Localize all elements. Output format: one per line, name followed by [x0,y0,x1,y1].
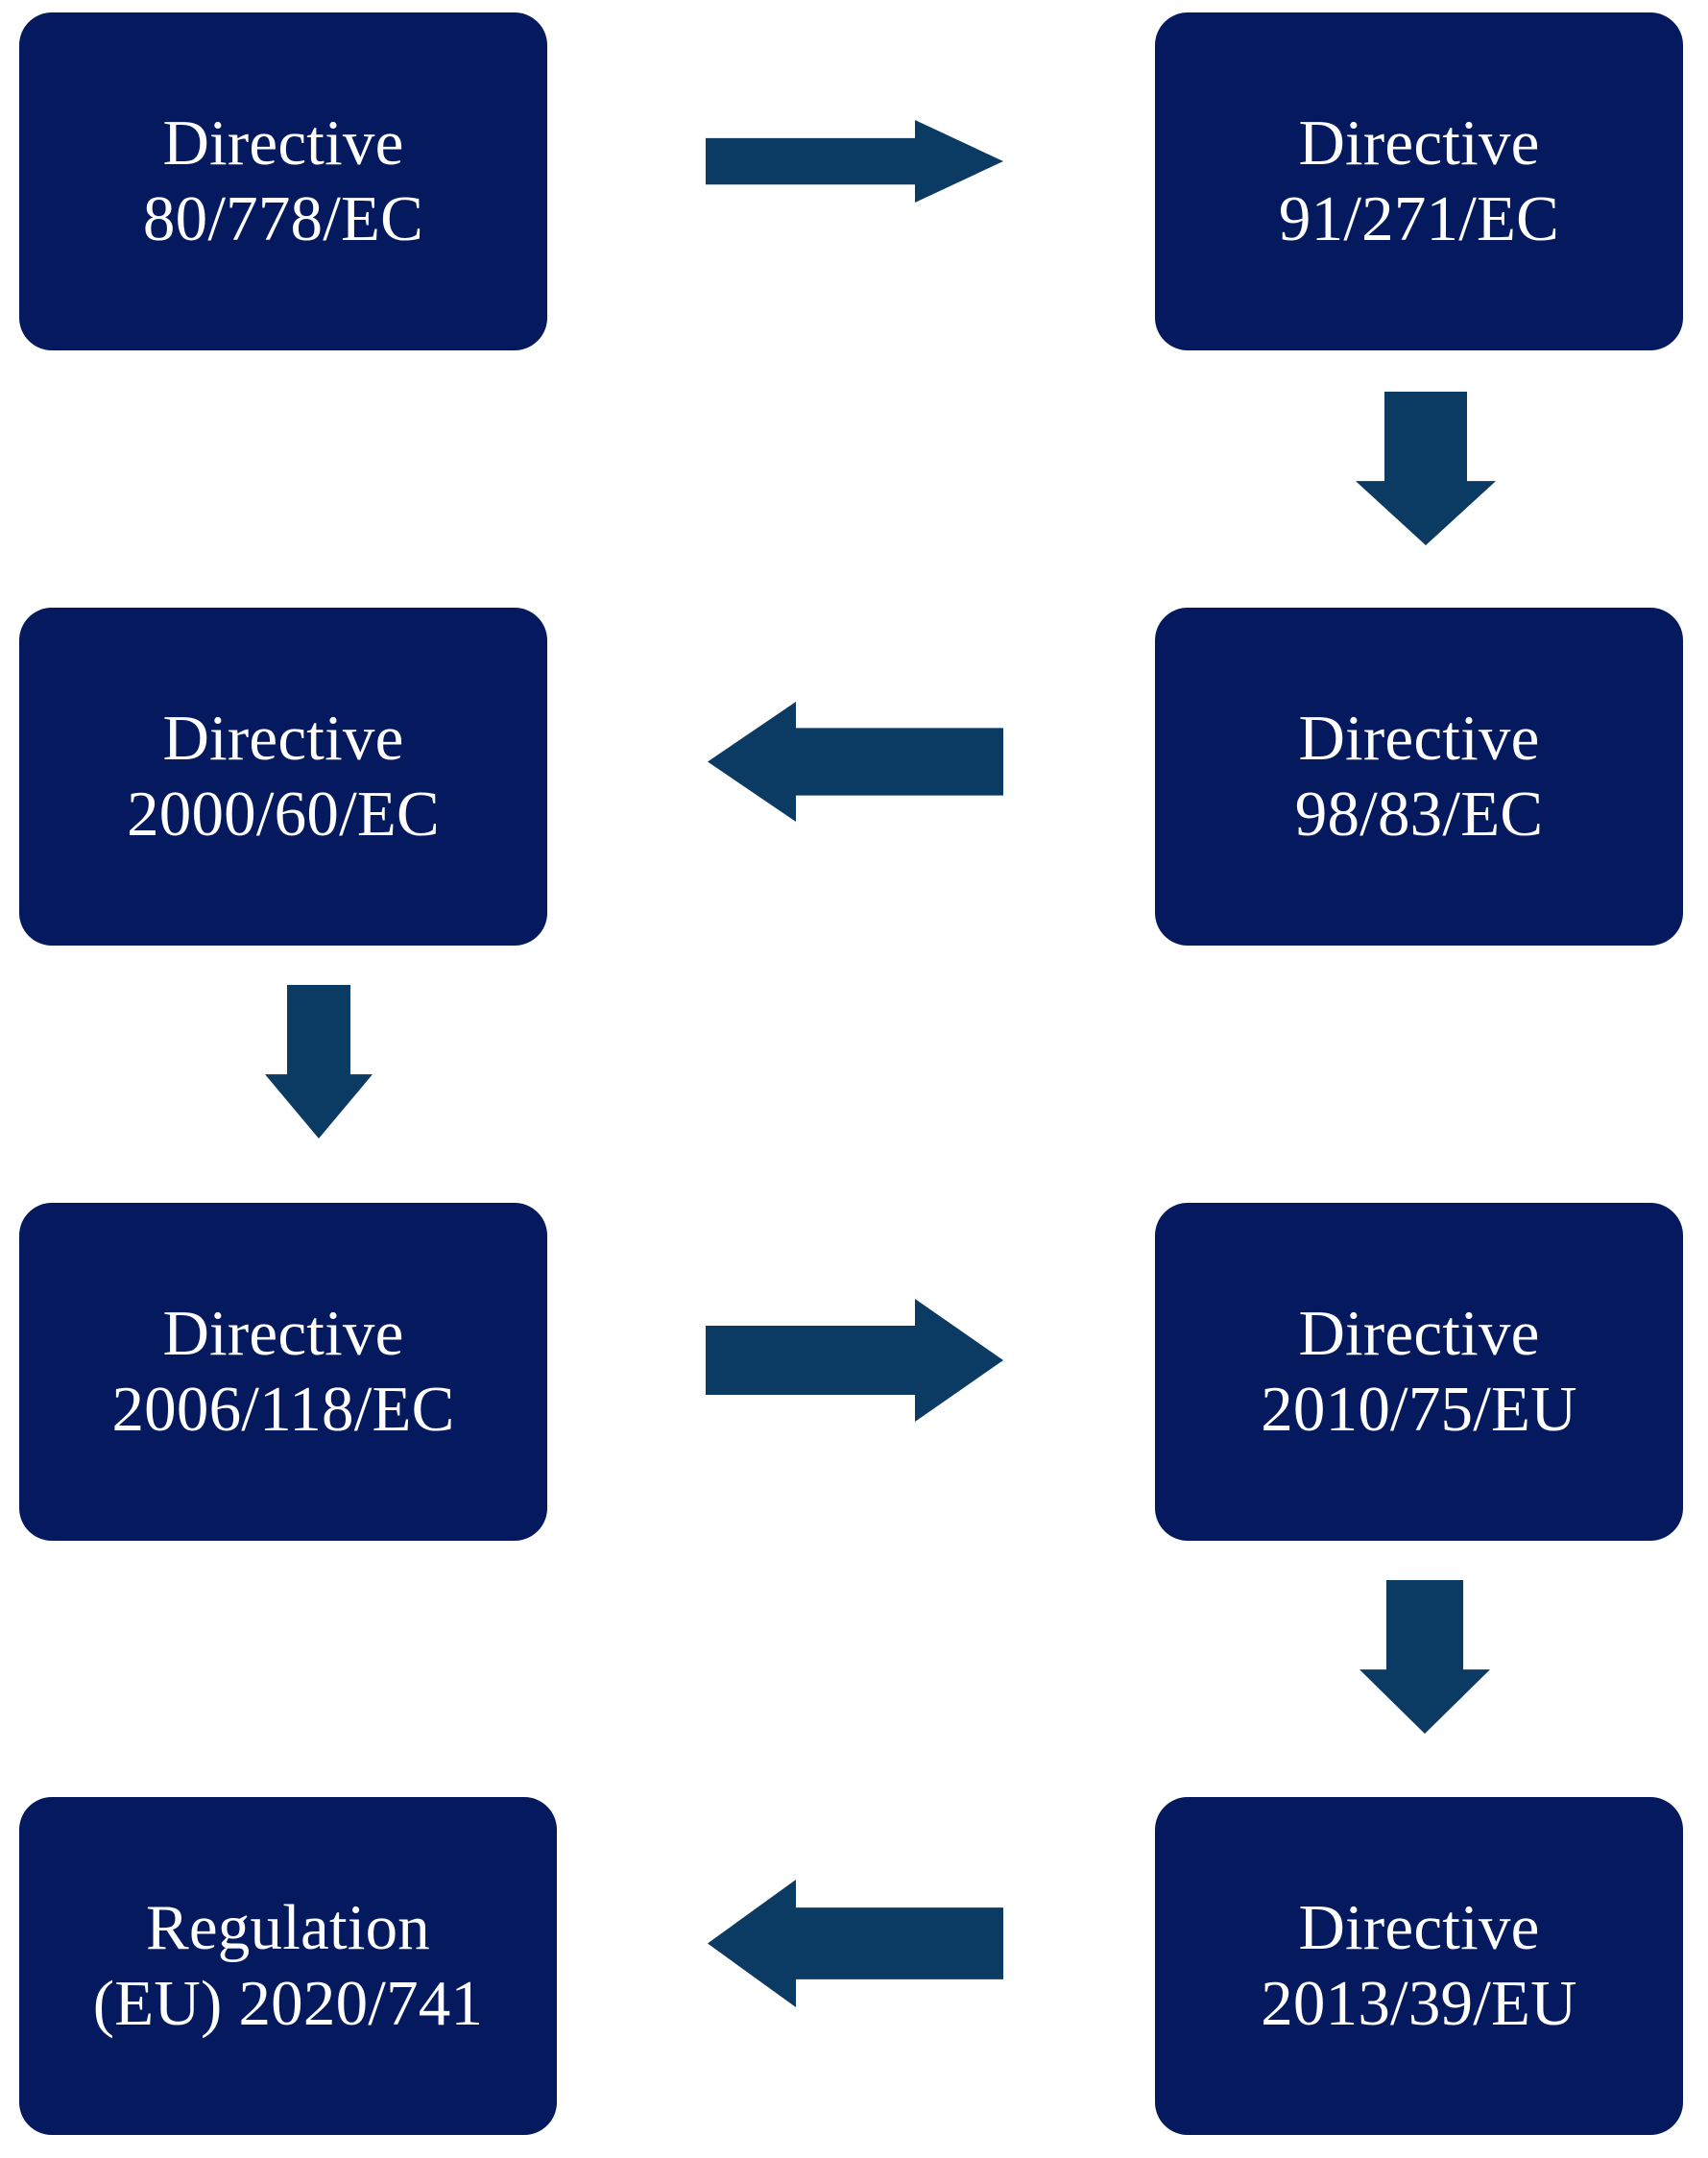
node-label-line1: Directive [162,702,404,774]
node-label-line2: (EU) 2020/741 [92,1968,484,2039]
arrow-down-left-row2-row3 [265,985,373,1139]
node-label-line2: 2006/118/EC [111,1374,455,1445]
node-directive-98-83-ec[interactable]: Directive 98/83/EC [1155,608,1683,946]
node-label-line1: Directive [1298,1297,1540,1369]
arrow-down-right-row3-row4 [1359,1580,1490,1734]
node-label-line2: 2013/39/EU [1261,1968,1577,2039]
node-directive-2013-39-eu[interactable]: Directive 2013/39/EU [1155,1797,1683,2135]
arrow-down-right-row1-row2 [1356,392,1496,545]
arrow-left-row4 [708,1880,1003,2007]
node-label-line2: 98/83/EC [1294,779,1544,850]
node-directive-91-271-ec[interactable]: Directive 91/271/EC [1155,12,1683,350]
arrow-right-row3 [706,1299,1003,1422]
arrow-right-row1 [706,120,1003,203]
node-label-line1: Directive [162,1297,404,1369]
node-label-line1: Directive [1298,107,1540,179]
node-label-line2: 80/778/EC [142,183,424,254]
node-directive-80-778-ec[interactable]: Directive 80/778/EC [19,12,547,350]
node-directive-2000-60-ec[interactable]: Directive 2000/60/EC [19,608,547,946]
node-label-line2: 2000/60/EC [127,779,440,850]
node-label-line2: 91/271/EC [1278,183,1560,254]
node-regulation-eu-2020-741[interactable]: Regulation (EU) 2020/741 [19,1797,557,2135]
node-label-line1: Directive [1298,702,1540,774]
node-directive-2010-75-eu[interactable]: Directive 2010/75/EU [1155,1203,1683,1541]
node-label-line1: Directive [1298,1891,1540,1963]
node-label-line1: Regulation [145,1891,430,1963]
node-label-line1: Directive [162,107,404,179]
node-label-line2: 2010/75/EU [1261,1374,1577,1445]
arrow-left-row2 [708,702,1003,822]
node-directive-2006-118-ec[interactable]: Directive 2006/118/EC [19,1203,547,1541]
